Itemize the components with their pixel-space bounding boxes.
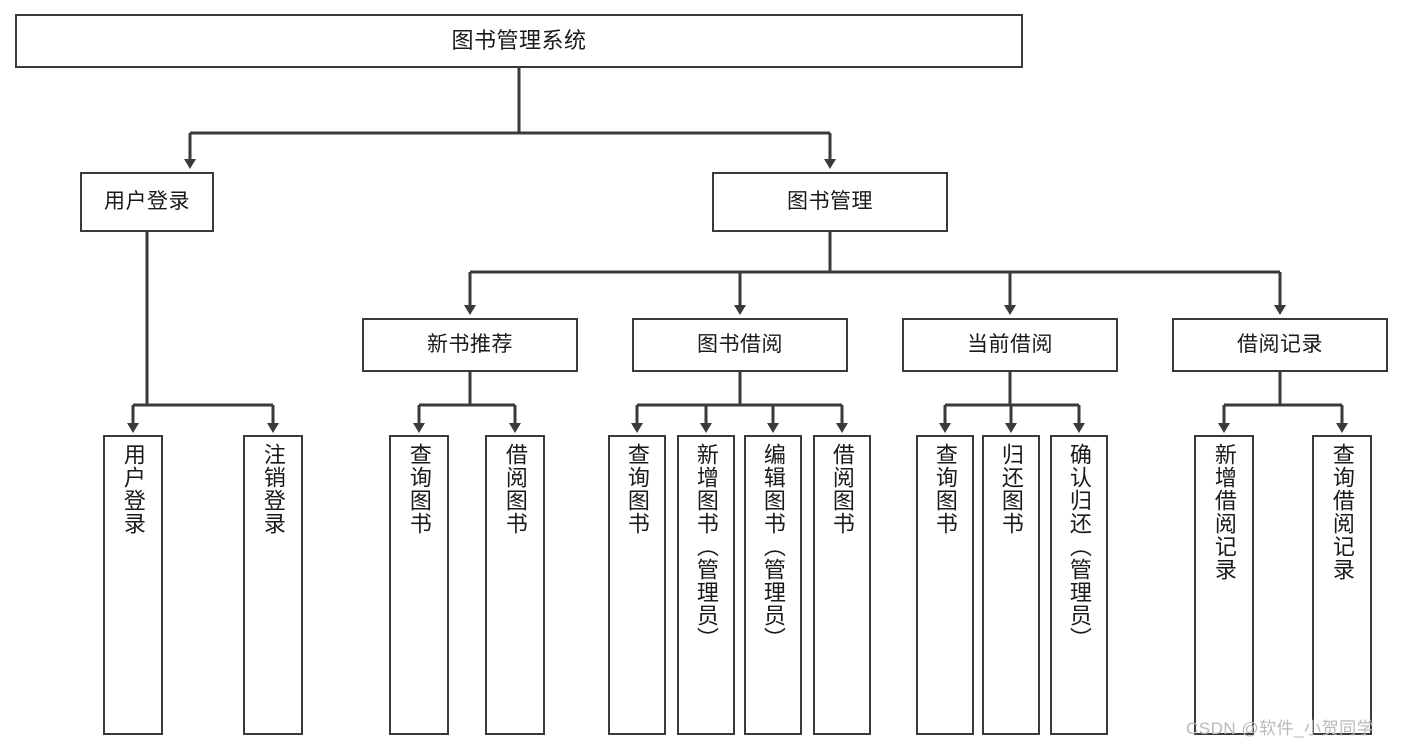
node-leaf-add-book[interactable]: 新增图书（管理员） (677, 435, 735, 735)
node-new-book-recommend-label: 新书推荐 (427, 332, 513, 356)
node-leaf-query-book-1[interactable]: 查询图书 (389, 435, 449, 735)
node-book-borrow-label: 图书借阅 (697, 332, 783, 356)
node-current-borrow-label: 当前借阅 (967, 332, 1053, 356)
node-book-borrow[interactable]: 图书借阅 (632, 318, 848, 372)
node-leaf-borrow-book-2[interactable]: 借阅图书 (813, 435, 871, 735)
node-new-book-recommend[interactable]: 新书推荐 (362, 318, 578, 372)
node-leaf-logout-login[interactable]: 注销登录 (243, 435, 303, 735)
node-leaf-confirm-return[interactable]: 确认归还（管理员） (1050, 435, 1108, 735)
node-borrow-record-label: 借阅记录 (1237, 332, 1323, 356)
node-leaf-add-borrow-record-label: 新增借阅记录 (1211, 443, 1237, 581)
node-leaf-query-borrow-record[interactable]: 查询借阅记录 (1312, 435, 1372, 735)
node-leaf-query-book-2-label: 查询图书 (624, 443, 650, 535)
node-leaf-user-login-label: 用户登录 (120, 443, 146, 535)
node-leaf-edit-book-label: 编辑图书（管理员） (760, 443, 786, 650)
node-leaf-borrow-book-1[interactable]: 借阅图书 (485, 435, 545, 735)
node-leaf-user-login[interactable]: 用户登录 (103, 435, 163, 735)
watermark: CSDN @软件_小贺同学 (1186, 719, 1375, 738)
node-root-label: 图书管理系统 (451, 28, 587, 54)
node-leaf-query-book-2[interactable]: 查询图书 (608, 435, 666, 735)
node-root[interactable]: 图书管理系统 (15, 14, 1023, 68)
node-leaf-add-book-label: 新增图书（管理员） (693, 443, 719, 650)
node-leaf-query-book-3[interactable]: 查询图书 (916, 435, 974, 735)
node-leaf-logout-login-label: 注销登录 (260, 443, 286, 535)
node-book-manage[interactable]: 图书管理 (712, 172, 948, 232)
node-book-manage-label: 图书管理 (787, 189, 873, 213)
node-borrow-record[interactable]: 借阅记录 (1172, 318, 1388, 372)
node-leaf-borrow-book-2-label: 借阅图书 (829, 443, 855, 535)
node-leaf-return-book[interactable]: 归还图书 (982, 435, 1040, 735)
node-current-borrow[interactable]: 当前借阅 (902, 318, 1118, 372)
node-leaf-query-book-3-label: 查询图书 (932, 443, 958, 535)
node-leaf-add-borrow-record[interactable]: 新增借阅记录 (1194, 435, 1254, 735)
node-user-login[interactable]: 用户登录 (80, 172, 214, 232)
node-leaf-query-book-1-label: 查询图书 (406, 443, 432, 535)
node-leaf-borrow-book-1-label: 借阅图书 (502, 443, 528, 535)
node-leaf-edit-book[interactable]: 编辑图书（管理员） (744, 435, 802, 735)
node-leaf-query-borrow-record-label: 查询借阅记录 (1329, 443, 1355, 581)
node-leaf-confirm-return-label: 确认归还（管理员） (1066, 443, 1092, 650)
node-leaf-return-book-label: 归还图书 (998, 443, 1024, 535)
node-user-login-label: 用户登录 (104, 189, 190, 213)
